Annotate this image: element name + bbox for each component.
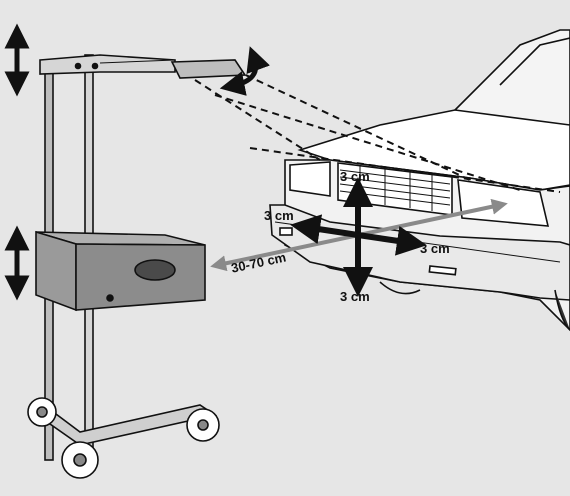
four-way-arrow-icon [290, 177, 427, 297]
wheel-rear-right [186, 408, 220, 442]
light-beam-lines [194, 69, 561, 193]
headlight-left [289, 161, 331, 197]
tester-box-front [35, 230, 77, 312]
top-bar [39, 54, 176, 75]
tester-stand [27, 54, 247, 479]
wheel-rear-left [27, 397, 57, 427]
offset-right-label: 3 cm [420, 241, 450, 256]
car [269, 29, 570, 332]
offset-left-label: 3 cm [264, 208, 294, 223]
offset-up-label: 3 cm [340, 169, 370, 184]
brand-badge [134, 259, 176, 281]
offset-down-label: 3 cm [340, 289, 370, 304]
wheel-front [61, 441, 99, 479]
sight-mirror [170, 59, 247, 79]
rotate-arrow-icon [219, 46, 271, 96]
